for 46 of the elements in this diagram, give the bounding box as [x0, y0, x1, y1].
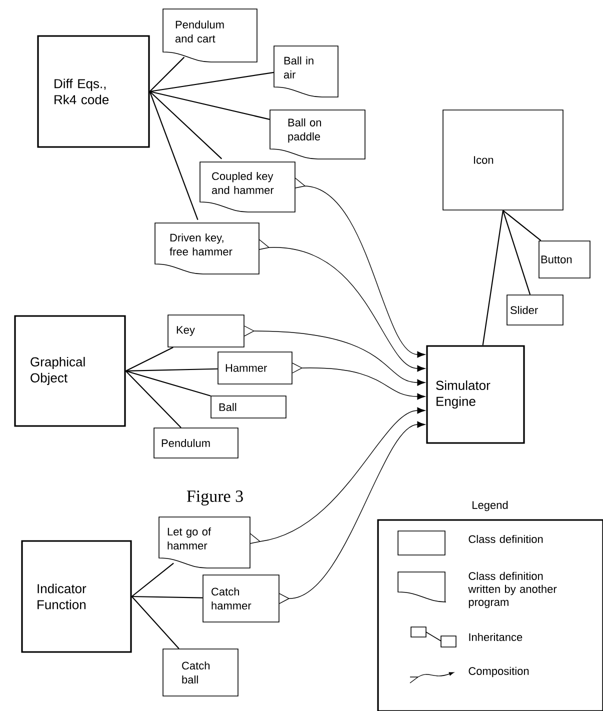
inheritance-line [150, 90, 270, 120]
composition-arrow [292, 362, 426, 400]
generated-class-box: Pendulum and cart [162, 8, 258, 62]
class-box: Catch hammer [202, 574, 280, 622]
class-box: Hammer [218, 352, 292, 384]
inheritance-line [502, 210, 531, 295]
class-box: Button [538, 240, 590, 278]
class-box: Indicator Function [21, 540, 132, 653]
generated-class-box: Ball on paddle [270, 110, 366, 160]
inheritance-line [132, 596, 203, 598]
class-box: Key [168, 314, 244, 348]
class-box: Pendulum [154, 428, 238, 458]
generated-class-box: Ball in air [274, 46, 338, 98]
figure-caption: Figure 3 [186, 490, 243, 506]
inheritance-line [502, 210, 542, 242]
inheritance-line [125, 370, 182, 428]
class-box: Simulator Engine [426, 345, 525, 444]
legend-text: Class definition written by another program [468, 572, 557, 608]
generated-class-box: Let go of hammer [158, 516, 250, 568]
inheritance-line [150, 72, 274, 92]
inheritance-line [149, 56, 185, 92]
class-box: Ball [210, 396, 286, 418]
composition-arrow [294, 178, 426, 358]
inheritance-line [126, 370, 211, 396]
inheritance-line [126, 346, 174, 372]
class-box: Graphical Object [14, 315, 126, 427]
legend-text: Class definition [468, 534, 543, 544]
inheritance-line [149, 91, 222, 160]
composition-arrow [244, 326, 426, 386]
inheritance-line [131, 562, 174, 597]
legend-text: Inheritance [469, 632, 522, 642]
generated-class-box: Driven key, free hammer [154, 222, 260, 274]
inheritance-line [482, 210, 504, 346]
generated-class-box: Coupled key and hammer [200, 162, 296, 212]
composition-arrow [279, 421, 426, 604]
inheritance-line [131, 596, 180, 649]
legend-text: Composition [468, 666, 529, 678]
class-box: Diff Eqs., Rk4 code [37, 35, 150, 148]
class-box: Slider [506, 294, 564, 326]
inheritance-line [126, 368, 218, 372]
composition-arrow [258, 239, 426, 372]
inheritance-line [149, 91, 198, 220]
legend-title: Legend [472, 500, 508, 512]
class-box: Catch ball [162, 648, 238, 696]
composition-arrow [250, 407, 426, 544]
class-box: Icon [442, 110, 564, 210]
